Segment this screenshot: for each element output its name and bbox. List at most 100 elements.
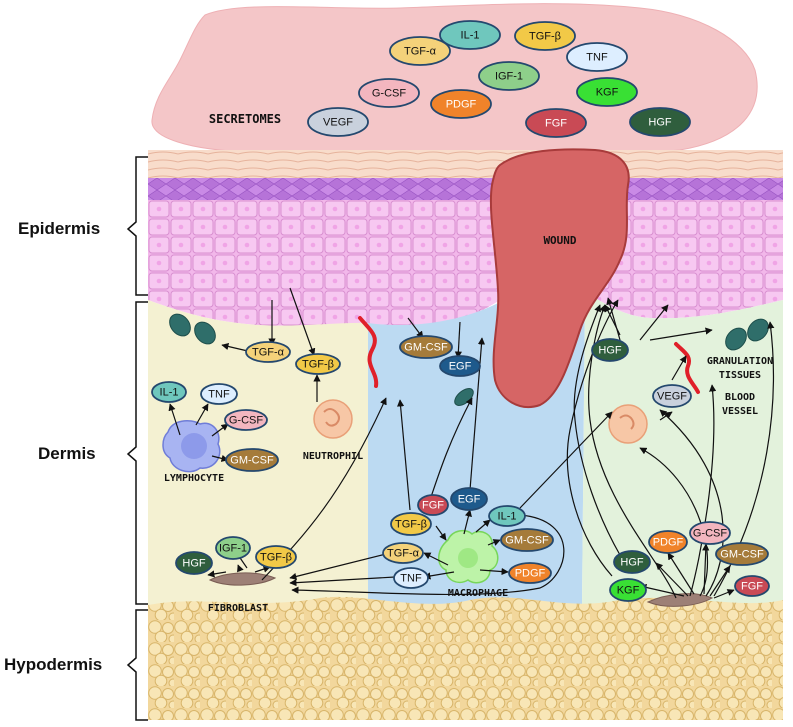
factor-fgf-mac-label: FGF [422, 500, 444, 512]
secretome-fgf: FGF [525, 108, 587, 138]
factor-gcsf-lym: G-CSF [224, 409, 268, 431]
factor-gmcsf-lym: GM-CSF [225, 448, 279, 472]
secretome-pdgf: PDGF [430, 89, 492, 119]
factor-tnf-lym: TNF [200, 383, 238, 405]
fibroblast-label: FIBROBLAST [208, 603, 268, 614]
dermis-label: Dermis [38, 444, 96, 463]
factor-gmcsf-mid: GM-CSF [399, 335, 453, 359]
lymphocyte-cell [162, 419, 221, 473]
granulation-label-2: TISSUES [719, 370, 761, 381]
blood-vessel-right [674, 342, 700, 394]
factor-pdgf-mac: PDGF [508, 562, 552, 584]
neutrophil-label: NEUTROPHIL [303, 451, 363, 462]
wound-label: WOUND [543, 234, 576, 247]
factor-hgf-right-low: HGF [613, 550, 651, 574]
factor-hgf-right-top: HGF [591, 338, 629, 362]
factor-il1-lym: IL-1 [151, 381, 187, 403]
secretome-il1-label: IL-1 [461, 30, 480, 42]
wound [489, 148, 630, 408]
factor-pdgf-right-label: PDGF [653, 537, 684, 549]
secretome-tgfb: TGF-β [514, 21, 576, 51]
secretome-hgf: HGF [629, 107, 691, 137]
secretome-igf1: IGF-1 [478, 61, 540, 91]
factor-tnf-mac: TNF [393, 567, 429, 589]
factor-tgfa-mac-label: TGF-α [387, 548, 420, 560]
blood-vessel-label-2: VESSEL [722, 406, 758, 417]
secretome-igf1-label: IGF-1 [495, 71, 523, 83]
hypodermis-label: Hypodermis [4, 655, 102, 674]
stratum-granulosum [148, 178, 783, 202]
factor-fgf-right-label: FGF [741, 581, 763, 593]
factor-egf-mac: EGF [450, 487, 488, 511]
epidermis-cells [148, 200, 783, 327]
secretome-fgf-label: FGF [545, 118, 567, 130]
factor-vegf-right-label: VEGF [657, 391, 687, 403]
factor-pdgf-mac-label: PDGF [515, 568, 546, 580]
secretomes-label: SECRETOMES [209, 112, 281, 126]
factor-vegf-right: VEGF [652, 384, 692, 408]
lymphocyte-label: LYMPHOCYTE [164, 473, 224, 484]
factor-igf1-fib: IGF-1 [215, 536, 251, 560]
secretome-vegf: VEGF [307, 107, 369, 137]
factor-tgfb-fib: TGF-β [255, 545, 297, 569]
factor-tgfb-upper: TGF-β [295, 353, 341, 375]
factor-kgf-right: KGF [609, 578, 647, 602]
factor-gmcsf-mac: GM-CSF [500, 528, 554, 552]
factor-hgf-right-low-label: HGF [620, 557, 644, 569]
factor-gmcsf-mid-label: GM-CSF [404, 342, 448, 354]
factor-pdgf-right: PDGF [648, 530, 688, 554]
secretomes-cloud [151, 3, 758, 158]
factor-hgf-right-top-label: HGF [598, 345, 622, 357]
secretome-tgfa-label: TGF-α [404, 46, 437, 58]
fibroblast-cell-right [646, 593, 714, 607]
factor-gmcsf-right-label: GM-CSF [720, 549, 764, 561]
factor-tnf-lym-label: TNF [208, 389, 230, 401]
factor-tgfa-mac: TGF-α [382, 542, 424, 564]
factor-gcsf-right: G-CSF [689, 521, 731, 545]
dermis-bracket [126, 301, 148, 605]
factor-tgfb-upper-label: TGF-β [302, 359, 334, 371]
factor-igf1-fib-label: IGF-1 [219, 543, 247, 555]
secretome-tnf-label: TNF [586, 52, 608, 64]
secretome-tgfb-label: TGF-β [529, 31, 561, 43]
factor-fgf-mac: FGF [417, 494, 449, 516]
secretome-il1: IL-1 [439, 20, 501, 50]
epidermis-bracket [126, 156, 148, 296]
hypodermis-bracket [126, 609, 148, 721]
secretome-kgf-label: KGF [596, 87, 619, 99]
factor-gmcsf-mac-label: GM-CSF [505, 535, 549, 547]
factor-tgfa-upper-label: TGF-α [252, 347, 285, 359]
secretome-gcsf: G-CSF [358, 78, 420, 108]
factor-fgf-right: FGF [734, 575, 770, 597]
factor-tnf-mac-label: TNF [400, 573, 422, 585]
secretome-kgf: KGF [576, 77, 638, 107]
granulation-label-1: GRANULATION [707, 356, 773, 367]
factor-il1-mac-label: IL-1 [498, 511, 517, 523]
factor-tgfb-mac-label: TGF-β [395, 519, 427, 531]
blood-vessel-label-1: BLOOD [725, 392, 755, 403]
secretome-pdgf-label: PDGF [446, 99, 477, 111]
blood-vessel-middle [358, 316, 379, 388]
epidermis-label: Epidermis [18, 219, 100, 238]
factor-kgf-right-label: KGF [617, 585, 640, 597]
secretome-hgf-label: HGF [648, 117, 672, 129]
endothelial-cell [608, 404, 648, 444]
stratum-corneum [148, 150, 783, 178]
factor-il1-lym-label: IL-1 [160, 387, 179, 399]
secretome-tgfa: TGF-α [389, 36, 451, 66]
secretome-tnf: TNF [566, 42, 628, 72]
secretome-gcsf-label: G-CSF [372, 88, 407, 100]
factor-tgfb-fib-label: TGF-β [260, 552, 292, 564]
factor-hgf-fib: HGF [175, 551, 213, 575]
fibroblast-cell-left [208, 572, 277, 586]
factor-egf-mid-label: EGF [449, 361, 472, 373]
factor-gmcsf-lym-label: GM-CSF [230, 455, 274, 467]
factor-egf-mac-label: EGF [458, 494, 481, 506]
factor-gcsf-lym-label: G-CSF [229, 415, 264, 427]
hypodermis-fat [148, 596, 783, 720]
keratinocyte-cells [169, 313, 769, 406]
